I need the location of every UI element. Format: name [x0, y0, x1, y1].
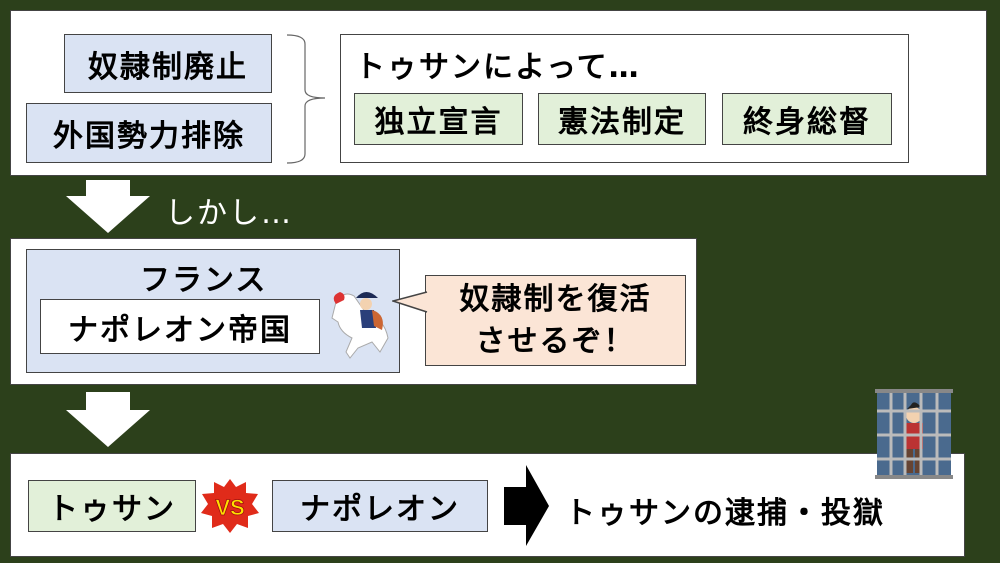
- speech-line-2: させるぞ！: [475, 323, 636, 359]
- empire-box: ナポレオン帝国: [40, 299, 320, 354]
- empire-label: ナポレオン帝国: [68, 312, 292, 348]
- down-arrow-icon: [66, 180, 150, 233]
- abolition-label: 奴隷制廃止: [88, 49, 248, 85]
- arrest-result: トゥサンの逮捕・投獄: [565, 496, 885, 531]
- constitution-box: 憲法制定: [538, 93, 706, 145]
- however-text: しかし…: [165, 196, 293, 231]
- foreign-exclusion-box: 外国勢力排除: [26, 103, 272, 163]
- speech-bubble: 奴隷制を復活 させるぞ！: [425, 275, 686, 366]
- foreign-exclusion-label: 外国勢力排除: [53, 119, 245, 154]
- napoleon-box: ナポレオン: [272, 480, 488, 532]
- speech-line-1: 奴隷制を復活: [459, 281, 652, 317]
- vs-label: VS: [215, 495, 244, 520]
- constitution-label: 憲法制定: [558, 105, 686, 140]
- jail-icon: [875, 389, 953, 479]
- france-label: フランス: [140, 263, 268, 298]
- napoleon-label: ナポレオン: [300, 492, 460, 527]
- independence-box: 独立宣言: [354, 93, 523, 145]
- speech-pointer-icon: [392, 291, 428, 313]
- brace-icon: [286, 34, 326, 164]
- napoleon-horse-icon: [331, 292, 389, 359]
- right-arrow-icon: [504, 465, 549, 546]
- achievements-title: トゥサンによって…: [355, 50, 641, 85]
- toussaint-box: トゥサン: [28, 480, 196, 532]
- vs-badge-icon: VS: [201, 479, 259, 533]
- governor-label: 終身総督: [743, 105, 871, 140]
- toussaint-label: トゥサン: [48, 492, 176, 527]
- down-arrow-icon: [66, 392, 150, 447]
- governor-box: 終身総督: [722, 93, 892, 145]
- independence-label: 独立宣言: [374, 105, 503, 140]
- abolition-box: 奴隷制廃止: [64, 34, 272, 93]
